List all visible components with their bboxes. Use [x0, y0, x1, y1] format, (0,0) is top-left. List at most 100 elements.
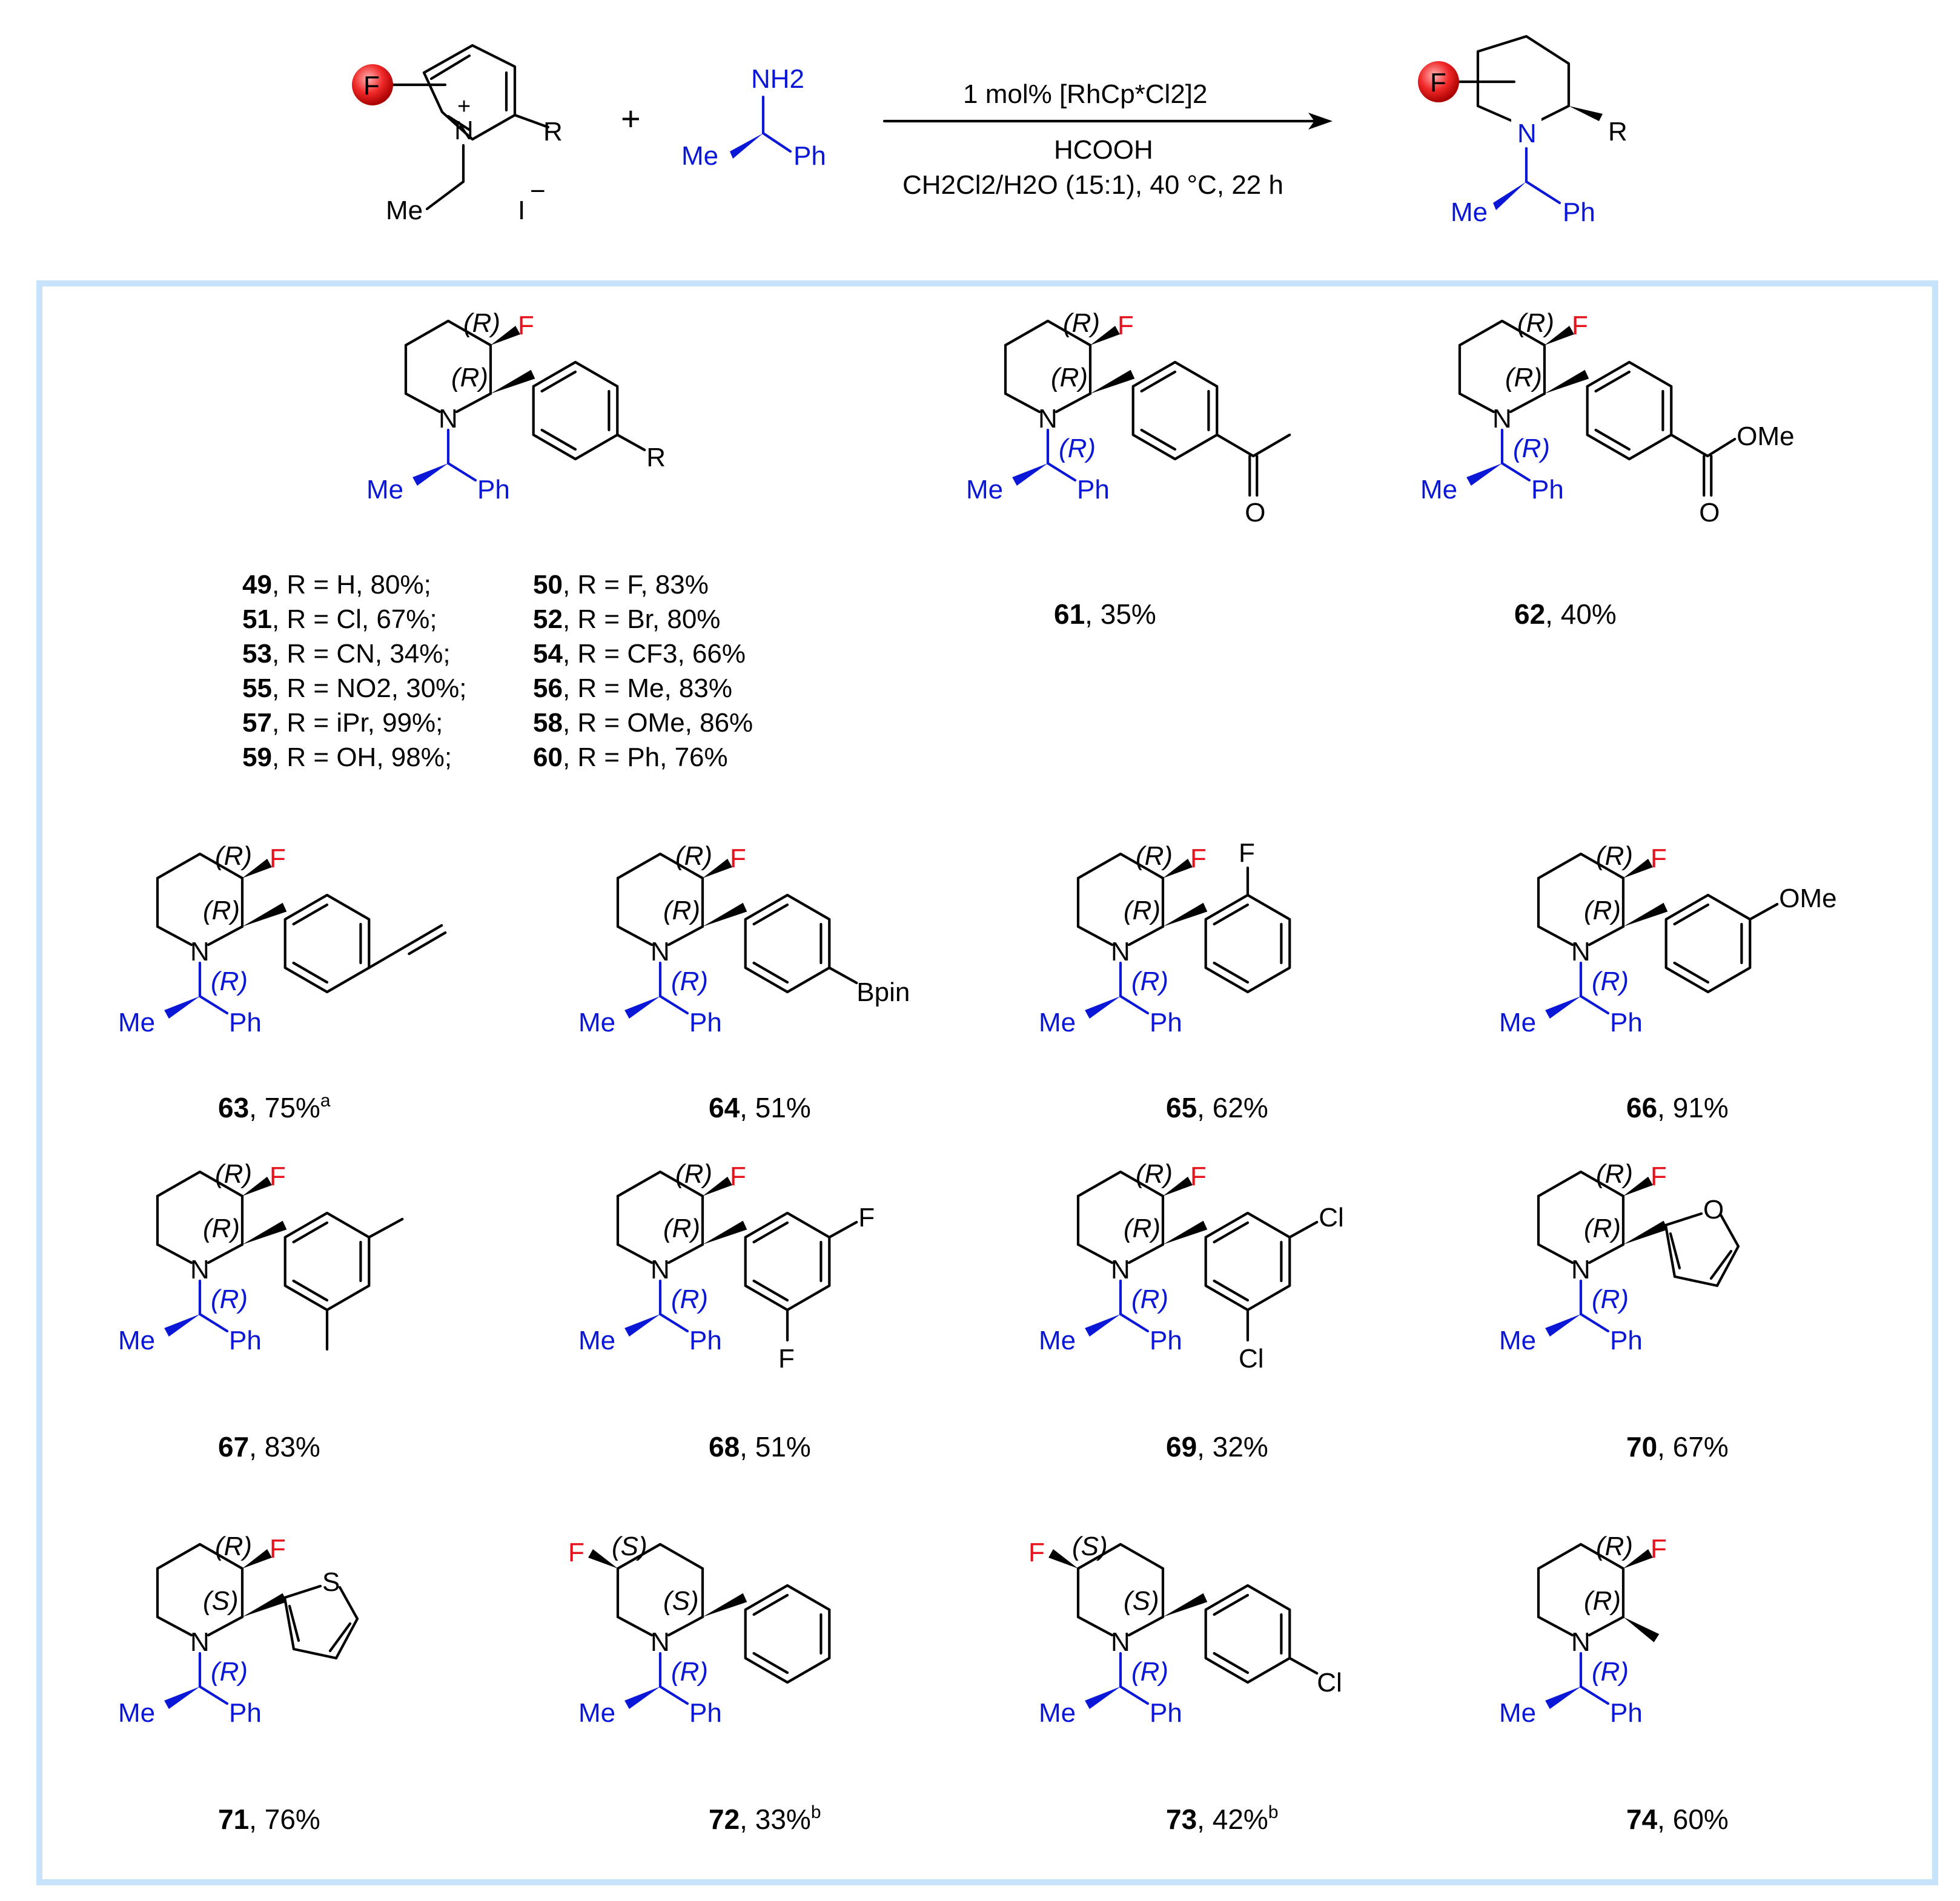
stereo-label-benzylic: (R) — [671, 1284, 708, 1314]
ring-nitrogen: N — [190, 937, 210, 967]
ester-ome: OMe — [1737, 422, 1794, 451]
caption-72: 72, 33%b — [709, 1802, 821, 1835]
fluorine-label: F — [730, 1162, 746, 1191]
condition-reagent: HCOOH — [1054, 135, 1153, 165]
scope-panel — [36, 280, 1938, 1885]
fluorine-label: F — [270, 1162, 286, 1191]
plus-sign: + — [621, 99, 641, 137]
meta-halogen-label: Cl — [1319, 1203, 1344, 1232]
product-ph: Ph — [1563, 197, 1595, 227]
condition-solvent: CH2Cl2/H2O (15:1), 40 °C, 22 h — [902, 170, 1283, 200]
n-substituent-me: Me — [578, 1326, 615, 1355]
n-substituent-me: Me — [1039, 1008, 1076, 1037]
fluorine-label: F — [1650, 1162, 1667, 1191]
stereo-label-c2: (S) — [203, 1586, 239, 1616]
caption-71: 71, 76% — [218, 1803, 320, 1835]
stereo-label-benzylic: (R) — [1592, 1284, 1629, 1314]
n-substituent-ph: Ph — [1531, 475, 1564, 504]
ring-nitrogen: N — [651, 1255, 670, 1284]
product-r: R — [1608, 117, 1627, 147]
product-fluorine-ball-icon — [1418, 61, 1459, 102]
amine-me: Me — [681, 141, 718, 171]
substrate-me: Me — [386, 196, 423, 225]
caption-66: 66, 91% — [1626, 1092, 1729, 1123]
n-substituent-ph: Ph — [229, 1698, 262, 1728]
n-substituent-ph: Ph — [1610, 1326, 1643, 1355]
stereo-label-c2: (R) — [1584, 896, 1621, 925]
ring-nitrogen: N — [1571, 937, 1591, 967]
stereo-label-benzylic: (R) — [1513, 434, 1550, 463]
n-substituent-me: Me — [118, 1008, 155, 1037]
caption-65: 65, 62% — [1166, 1092, 1268, 1123]
stereo-label-c2: (R) — [203, 896, 240, 925]
n-substituent-ph: Ph — [1150, 1008, 1182, 1037]
ring-nitrogen: N — [651, 1627, 670, 1657]
ring-nitrogen: N — [651, 937, 670, 967]
n-substituent-me: Me — [1499, 1008, 1536, 1037]
stereo-label-benzylic: (R) — [1131, 1657, 1168, 1687]
stereo-label-c2: (R) — [451, 363, 488, 392]
fluorine-label: F — [730, 844, 746, 873]
ring-nitrogen: N — [1571, 1627, 1591, 1657]
n-substituent-ph: Ph — [1150, 1698, 1182, 1728]
fluorine-label: F — [270, 1534, 286, 1564]
series-entry-55: 55, R = NO2, 30%; — [242, 673, 467, 703]
product-general: F N R Me Ph — [1418, 35, 1627, 227]
n-substituent-me: Me — [1499, 1698, 1536, 1728]
stereo-label-benzylic: (R) — [211, 1657, 248, 1687]
stereo-label-benzylic: (R) — [671, 967, 708, 996]
substrate-iodide: I — [518, 196, 525, 225]
series-entry-54: 54, R = CF3, 66% — [533, 639, 746, 669]
stereo-label-c3: (R) — [463, 308, 500, 338]
n-substituent-ph: Ph — [229, 1008, 262, 1037]
caption-67: 67, 83% — [218, 1431, 320, 1463]
n-substituent-ph: Ph — [689, 1326, 722, 1355]
series-entry-51: 51, R = Cl, 67%; — [242, 604, 437, 634]
n-substituent-ph: Ph — [1077, 475, 1110, 504]
heteroatom-label: S — [322, 1567, 340, 1597]
stereo-label-benzylic: (R) — [211, 967, 248, 996]
substrate-r: R — [543, 117, 563, 147]
series-entry-58: 58, R = OMe, 86% — [533, 708, 753, 738]
series-entry-60: 60, R = Ph, 76% — [533, 742, 728, 772]
substrate-n: N — [454, 116, 474, 145]
substrate-f: F — [363, 71, 380, 101]
stereo-label-c2: (S) — [1124, 1586, 1159, 1616]
caption-68: 68, 51% — [709, 1431, 811, 1463]
stereo-label-c2: (R) — [1584, 1586, 1621, 1616]
caption-70: 70, 67% — [1626, 1431, 1729, 1463]
series-entry-52: 52, R = Br, 80% — [533, 604, 720, 634]
chloro-label: Cl — [1317, 1668, 1342, 1698]
n-substituent-ph: Ph — [477, 475, 510, 504]
stereo-label-c3: (R) — [1063, 308, 1100, 338]
caption-64: 64, 51% — [709, 1092, 811, 1123]
stereo-label-c2: (R) — [1505, 363, 1542, 392]
ring-nitrogen: N — [1111, 937, 1130, 967]
ring-nitrogen: N — [439, 404, 458, 434]
meta-halogen-label-2: F — [778, 1344, 795, 1374]
stereo-label-c2: (R) — [1584, 1214, 1621, 1243]
stereo-label-c3: (R) — [1596, 1159, 1633, 1189]
caption-74: 74, 60% — [1626, 1803, 1729, 1835]
stereo-label-benzylic: (R) — [1131, 1284, 1168, 1314]
stereo-label-c5: (S) — [1072, 1532, 1108, 1561]
ring-nitrogen: N — [190, 1627, 210, 1657]
stereo-label-c5: (S) — [612, 1532, 647, 1561]
substrate-iodide-charge: − — [530, 176, 546, 206]
heteroatom-label: O — [1703, 1195, 1724, 1225]
n-substituent-me: Me — [118, 1326, 155, 1355]
fluorine-ball-icon — [352, 64, 393, 105]
product-me: Me — [1451, 197, 1488, 227]
n-substituent-me: Me — [1039, 1698, 1076, 1728]
stereo-label-c3: (R) — [675, 1159, 712, 1189]
n-substituent-me: Me — [1420, 475, 1457, 504]
stereo-label-c3: (R) — [215, 841, 252, 871]
